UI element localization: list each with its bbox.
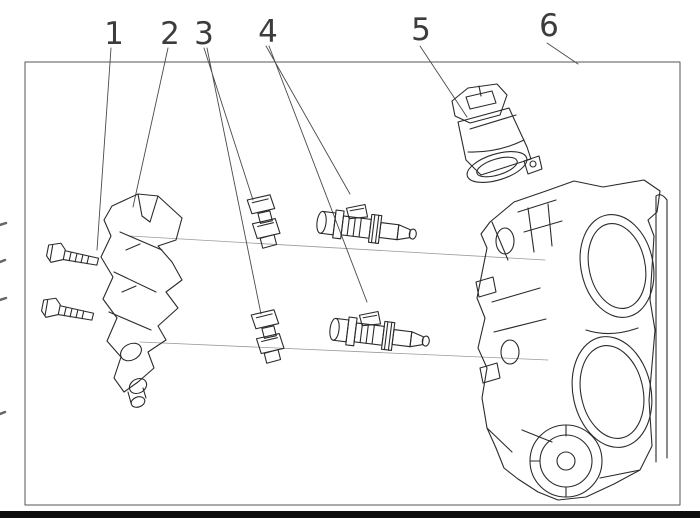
- callout-4-label: 4: [258, 14, 278, 50]
- assembly-axis-lower: [139, 341, 549, 361]
- callout-5-label: 5: [411, 12, 431, 48]
- part-5-sensor: [451, 83, 543, 183]
- callout-5-leader: [419, 45, 468, 118]
- part-1-bolt-lower: [40, 296, 96, 323]
- assembly-axis-upper: [129, 235, 546, 261]
- callout-6-label: 6: [539, 8, 559, 44]
- callout-6-leader: [546, 42, 579, 65]
- callout-4-leader: [265, 45, 368, 303]
- callout-1-label: 1: [104, 16, 124, 52]
- part-6-throttle-body: [475, 179, 668, 501]
- callout-2-leader: [132, 47, 169, 208]
- callout-3-label: 3: [194, 16, 214, 52]
- scan-artifacts: [0, 221, 8, 416]
- part-3-clip-upper: [246, 193, 282, 250]
- bottom-edge-bar: [0, 511, 700, 518]
- callout-3-leader: [203, 47, 262, 315]
- callout-1-leader: [96, 47, 112, 251]
- part-4-injector-upper: [314, 198, 420, 249]
- part-3-clip-lower: [250, 308, 286, 365]
- part-2-fuel-rail: [100, 193, 183, 408]
- part-1-bolt-upper: [45, 241, 101, 268]
- part-4-injector-lower: [327, 305, 433, 356]
- drawing-border: [24, 61, 681, 506]
- callout-2-label: 2: [160, 16, 180, 52]
